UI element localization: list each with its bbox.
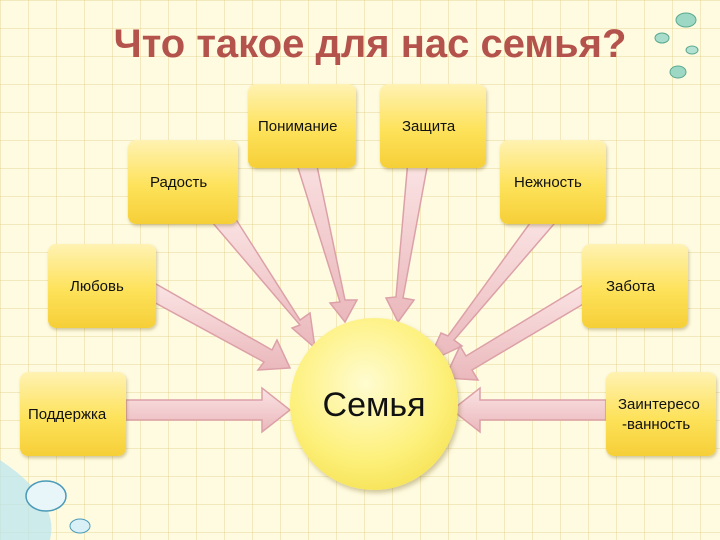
drop-icon xyxy=(685,45,699,55)
node-label: Радость xyxy=(150,174,208,191)
drop-icon xyxy=(654,32,670,44)
node-label: Нежность xyxy=(514,174,582,191)
page-title: Что такое для нас семья? xyxy=(113,22,627,66)
arrow-ponimanie xyxy=(288,141,359,324)
arrow-zabota xyxy=(443,282,591,381)
node-podderzhka: Поддержка xyxy=(20,372,126,456)
node-label: Понимание xyxy=(258,118,338,135)
water-drops-decoration xyxy=(654,12,699,79)
node-label: Любовь xyxy=(70,278,124,295)
arrow-zashchita xyxy=(384,159,429,324)
node-label: -ванность xyxy=(622,416,691,433)
arrow-podderzhka xyxy=(125,386,292,434)
node-label: Поддержка xyxy=(28,406,107,423)
center-node-semya: Семья xyxy=(290,318,458,490)
drop-icon xyxy=(25,480,67,512)
node-radost: Радость xyxy=(128,140,238,224)
node-label: Защита xyxy=(402,118,456,135)
arrow-lyubov xyxy=(149,282,292,371)
node-zabota: Забота xyxy=(582,244,688,328)
node-lyubov: Любовь xyxy=(48,244,156,328)
node-zashchita: Защита xyxy=(380,84,486,168)
node-zainteresovannost: Заинтересо -ванность xyxy=(606,372,716,456)
center-label: Семья xyxy=(322,386,426,424)
corner-swirl-decoration xyxy=(0,460,91,540)
node-label: Забота xyxy=(606,278,656,295)
drop-icon xyxy=(669,65,687,79)
arrow-zainteresovannost xyxy=(450,386,607,434)
node-ponimanie: Понимание xyxy=(248,84,356,168)
drop-icon xyxy=(69,518,91,534)
arrow-nezhnost xyxy=(426,210,556,364)
node-nezhnost: Нежность xyxy=(500,140,606,224)
drop-icon xyxy=(675,12,697,28)
node-label: Заинтересо xyxy=(618,396,700,413)
arrow-radost xyxy=(210,208,317,350)
